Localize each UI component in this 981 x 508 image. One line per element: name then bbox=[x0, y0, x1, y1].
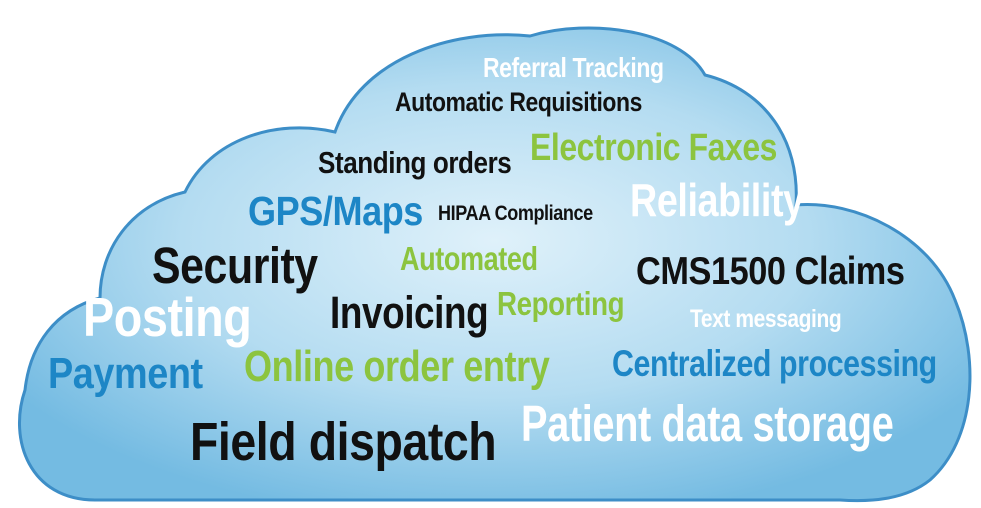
word-automatic-requisitions: Automatic Requisitions bbox=[395, 87, 642, 117]
word-payment: Payment bbox=[48, 349, 203, 398]
word-reliability: Reliability bbox=[630, 174, 804, 226]
word-reporting: Reporting bbox=[497, 285, 625, 322]
word-electronic-faxes: Electronic Faxes bbox=[530, 127, 777, 169]
word-posting: Posting bbox=[83, 286, 252, 348]
word-invoicing: Invoicing bbox=[330, 287, 489, 338]
word-standing-orders: Standing orders bbox=[318, 145, 512, 180]
word-automated: Automated bbox=[400, 240, 538, 277]
word-centralized-processing: Centralized processing bbox=[612, 343, 937, 384]
word-hipaa-compliance: HIPAA Compliance bbox=[438, 202, 593, 225]
word-gps-maps: GPS/Maps bbox=[248, 188, 423, 234]
word-text-messaging: Text messaging bbox=[690, 305, 842, 333]
word-patient-data-storage: Patient data storage bbox=[521, 395, 894, 452]
word-security: Security bbox=[152, 237, 318, 294]
cloud-outline bbox=[17, 26, 972, 503]
word-online-order-entry: Online order entry bbox=[244, 342, 550, 391]
word-cms1500-claims: CMS1500 Claims bbox=[636, 250, 905, 293]
word-field-dispatch: Field dispatch bbox=[190, 412, 497, 472]
word-referral-tracking: Referral Tracking bbox=[483, 52, 664, 83]
